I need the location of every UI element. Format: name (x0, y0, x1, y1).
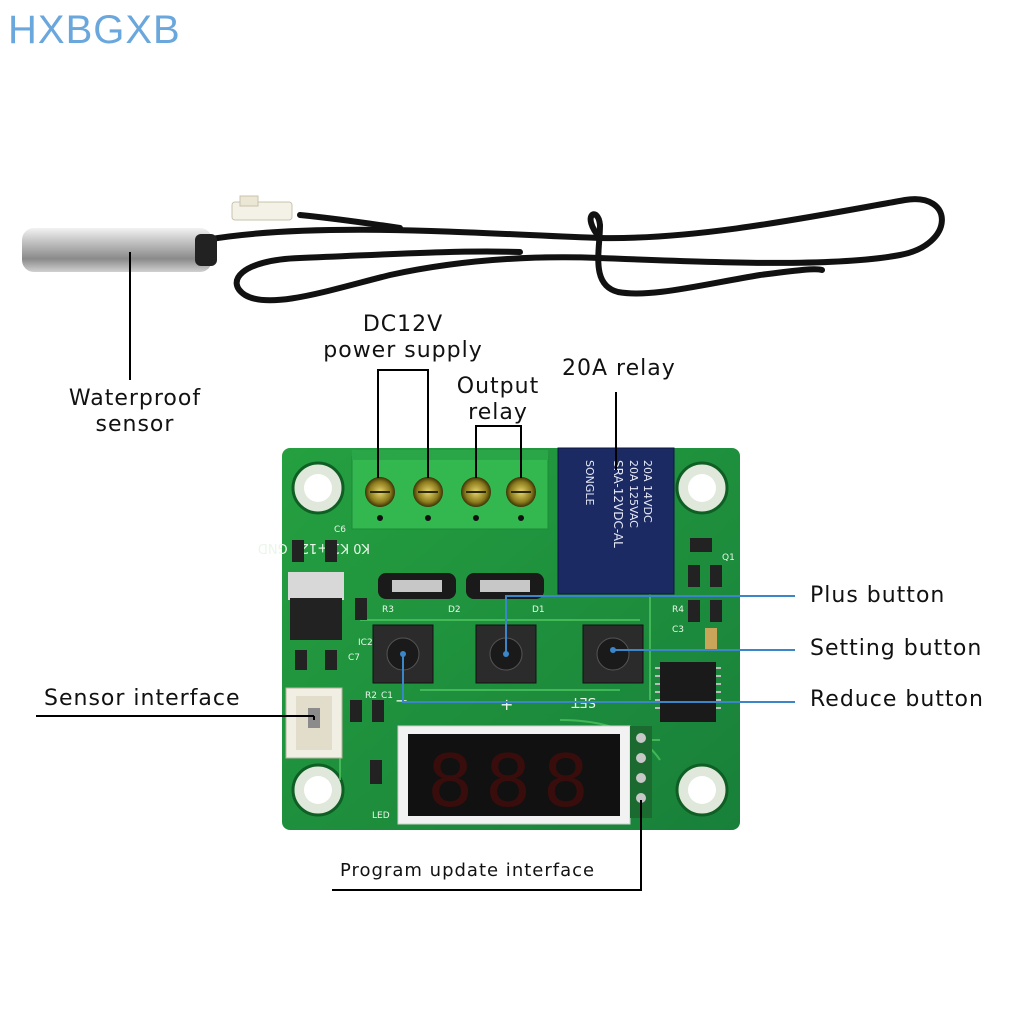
c6-label: C6 (334, 525, 346, 535)
minus-silkscreen: − (395, 691, 408, 710)
terminal-silkscreen: K0 K1 +12V GND (258, 540, 370, 555)
smd-parts (292, 538, 722, 784)
leader-lines (36, 252, 642, 891)
led-label: LED (372, 811, 390, 821)
svg-text:SONGLE: SONGLE (583, 460, 596, 506)
reduce-button-label: Reduce button (810, 687, 984, 712)
r2-label: R2 (365, 691, 377, 701)
diode-d2 (378, 573, 456, 599)
regulator-chip (288, 572, 344, 640)
dc-power-line1: DC12V (362, 312, 444, 337)
q1-label: Q1 (722, 553, 735, 563)
c3-label: C3 (672, 625, 684, 635)
output-relay-line2: relay (468, 400, 528, 425)
dc-power-line2: power supply (323, 338, 483, 363)
callout-lines (402, 595, 795, 703)
d1-label: D1 (532, 605, 545, 615)
output-relay-label: Output relay (438, 374, 558, 426)
terminal-block (351, 450, 549, 530)
relay-label: 20A relay (562, 356, 676, 381)
svg-text:20A 14VDC: 20A 14VDC (641, 460, 654, 523)
d2-label: D2 (448, 605, 461, 615)
c7-label: C7 (348, 653, 360, 663)
brand-watermark: HXBGXB (8, 8, 181, 52)
plus-silkscreen: + (500, 695, 513, 714)
svg-text:SRA-12VDC-AL: SRA-12VDC-AL (611, 460, 625, 548)
ic2-label: IC2 (358, 638, 373, 648)
waterproof-line2: sensor (95, 412, 175, 437)
plus-button-label: Plus button (810, 583, 946, 608)
ic-chip (655, 662, 721, 722)
relay-component: 20A 14VDC 20A 125VAC SRA-12VDC-AL SONGLE (557, 447, 675, 595)
program-update-label: Program update interface (340, 860, 596, 881)
svg-text:888: 888 (427, 739, 600, 823)
waterproof-sensor-label: Waterproof sensor (50, 386, 220, 438)
cable-connector (231, 195, 293, 221)
setting-button-label: Setting button (810, 636, 983, 661)
tact-button-set (582, 624, 644, 684)
led-display: 888 (397, 725, 631, 825)
svg-text:20A 125VAC: 20A 125VAC (627, 460, 640, 528)
program-header (630, 726, 652, 818)
sensor-interface-label: Sensor interface (44, 686, 241, 711)
sensor-cable (202, 196, 945, 304)
dc-power-label: DC12V power supply (318, 312, 488, 364)
waterproof-line1: Waterproof (68, 386, 202, 411)
r3-label: R3 (382, 605, 394, 615)
sensor-probe (22, 228, 217, 272)
c1-label: C1 (381, 691, 393, 701)
sensor-connector (285, 687, 343, 759)
output-relay-line1: Output (456, 374, 540, 399)
diode-d1 (466, 573, 544, 599)
r4-label: R4 (672, 605, 684, 615)
